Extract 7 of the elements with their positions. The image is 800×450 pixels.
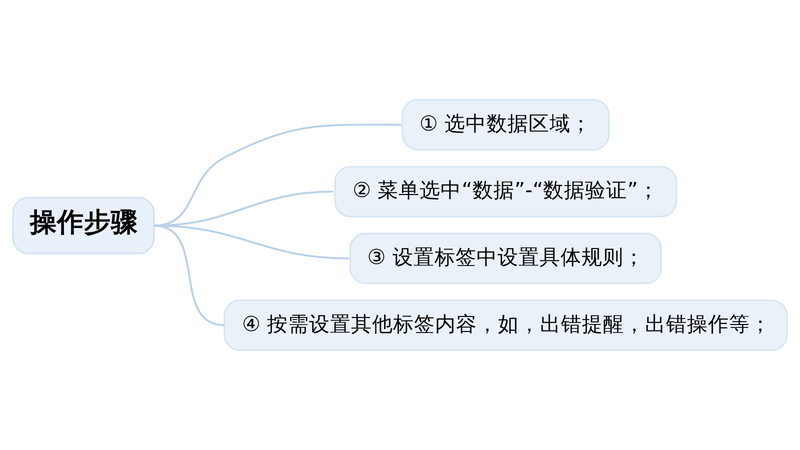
node-box: ③ 设置标签中设置具体规则；	[349, 232, 662, 284]
node-box: 操作步骤	[12, 196, 155, 254]
node-box: ④ 按需设置其他标签内容，如，出错提醒，出错操作等；	[224, 300, 788, 351]
connector	[154, 224, 349, 260]
node-box: ① 选中数据区域；	[402, 99, 610, 150]
connector	[154, 224, 225, 326]
node-box: ② 菜单选中“数据”-“数据验证”；	[334, 166, 678, 218]
